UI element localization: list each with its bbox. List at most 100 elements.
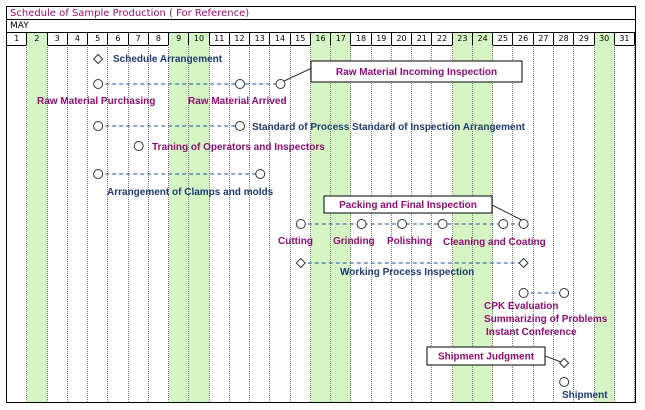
day-header-10: 10: [189, 33, 210, 45]
day-header-25: 25: [493, 33, 514, 45]
day-column-30: [594, 45, 615, 402]
schedule-arrangement-diamond: [92, 53, 104, 65]
day-header-2: 2: [27, 33, 48, 45]
raw-material-arrived-circle: [234, 79, 245, 89]
calendar-grid: [7, 45, 636, 402]
working-process-end-diamond: [518, 257, 529, 269]
clamps-end-circle: [255, 169, 266, 179]
day-header-13: 13: [250, 33, 271, 45]
standard-of-process-end-circle: [234, 121, 245, 131]
day-column-3: [48, 45, 68, 402]
instant-conference-label: Instant Conference: [486, 327, 577, 338]
packing-and-final-inspection-box: [323, 195, 493, 214]
day-header-24: 24: [472, 33, 494, 45]
polishing-circle: [397, 219, 408, 229]
day-header-23: 23: [452, 33, 473, 45]
day-header-16: 16: [310, 33, 332, 45]
day-header-1: 1: [7, 33, 28, 45]
day-column-8: [149, 45, 170, 402]
standard-of-process-start-circle: [93, 121, 104, 131]
cpk-evaluation-label: CPK Evaluation: [484, 301, 558, 312]
day-header-18: 18: [351, 33, 372, 45]
raw-material-purchasing-circle: [93, 79, 104, 89]
month-label: MAY: [7, 20, 635, 33]
clamps-start-circle: [93, 169, 104, 179]
day-header-12: 12: [230, 33, 251, 45]
day-header-4: 4: [68, 33, 89, 45]
raw-material-incoming-connector: [283, 67, 313, 82]
working-process-start-diamond: [295, 257, 306, 269]
day-column-13: [250, 45, 271, 402]
schedule-title: Schedule of Sample Production ( For Refe…: [7, 7, 635, 20]
packing-circle: [518, 219, 529, 229]
packing-connector: [491, 204, 522, 221]
day-header-26: 26: [514, 33, 534, 45]
arrangement-of-clamps-label: Arrangement of Clamps and molds: [107, 187, 274, 198]
day-column-6: [108, 45, 129, 402]
day-header-29: 29: [574, 33, 595, 45]
shipment-circle: [559, 377, 570, 387]
day-header-5: 5: [88, 33, 109, 45]
day-column-31: [615, 45, 636, 402]
day-column-9: [169, 45, 190, 402]
working-process-inspection-label: Working Process Inspection: [340, 267, 474, 278]
cpk-end-circle: [559, 288, 570, 298]
day-header-7: 7: [129, 33, 149, 45]
day-column-19: [372, 45, 392, 402]
standard-of-process-label: Standard of Process Standard of Inspecti…: [252, 122, 526, 133]
day-header-17: 17: [331, 33, 352, 45]
day-column-22: [432, 45, 453, 402]
day-header-3: 3: [48, 33, 68, 45]
day-header-27: 27: [534, 33, 554, 45]
day-header-8: 8: [149, 33, 170, 45]
day-column-4: [68, 45, 89, 402]
summarizing-of-problems-label: Summarizing of Problems: [484, 314, 608, 325]
cutting-circle: [295, 219, 306, 229]
training-circle: [133, 141, 144, 151]
day-header-30: 30: [594, 33, 615, 45]
day-column-7: [129, 45, 149, 402]
cleaning-and-coating-label: Cleaning and Coating: [443, 237, 546, 248]
shipment-judgment-connector: [544, 355, 562, 363]
day-header-11: 11: [210, 33, 230, 45]
day-column-29: [574, 45, 595, 402]
day-header-6: 6: [108, 33, 129, 45]
day-header-22: 22: [432, 33, 453, 45]
coating-circle: [498, 219, 509, 229]
shipment-judgment-diamond: [558, 357, 570, 369]
training-of-operators-label: Traning of Operators and Inspectors: [152, 142, 325, 153]
day-header-28: 28: [554, 33, 575, 45]
shipment-label: Shipment: [562, 390, 608, 401]
raw-material-incoming-inspection-box: [310, 60, 523, 83]
raw-material-arrived-label: Raw Material Arrived: [188, 96, 287, 107]
grinding-label: Grinding: [333, 236, 375, 247]
grinding-circle: [356, 219, 367, 229]
day-column-27: [534, 45, 554, 402]
shipment-judgment-label: Shipment Judgment: [438, 352, 535, 363]
cleaning-circle: [437, 219, 448, 229]
day-header-21: 21: [412, 33, 433, 45]
day-column-2: [27, 45, 48, 402]
day-column-21: [412, 45, 433, 402]
day-column-10: [189, 45, 210, 402]
day-header-19: 19: [372, 33, 392, 45]
raw-material-incoming-circle: [275, 79, 286, 89]
day-column-1: [7, 45, 28, 402]
day-column-11: [210, 45, 230, 402]
raw-material-purchasing-label: Raw Material Purchasing: [37, 96, 155, 107]
schedule-arrangement-label: Schedule Arrangement: [113, 54, 223, 65]
raw-material-incoming-inspection-label: Raw Material Incoming Inspection: [336, 67, 497, 78]
cutting-label: Cutting: [278, 236, 313, 247]
packing-and-final-inspection-label: Packing and Final Inspection: [339, 200, 477, 211]
day-header-14: 14: [270, 33, 291, 45]
cpk-start-circle: [518, 288, 529, 298]
day-header-9: 9: [169, 33, 190, 45]
day-column-5: [88, 45, 109, 402]
day-column-14: [270, 45, 291, 402]
day-header-31: 31: [615, 33, 636, 45]
day-column-20: [392, 45, 413, 402]
day-header-15: 15: [291, 33, 311, 45]
day-column-12: [230, 45, 251, 402]
